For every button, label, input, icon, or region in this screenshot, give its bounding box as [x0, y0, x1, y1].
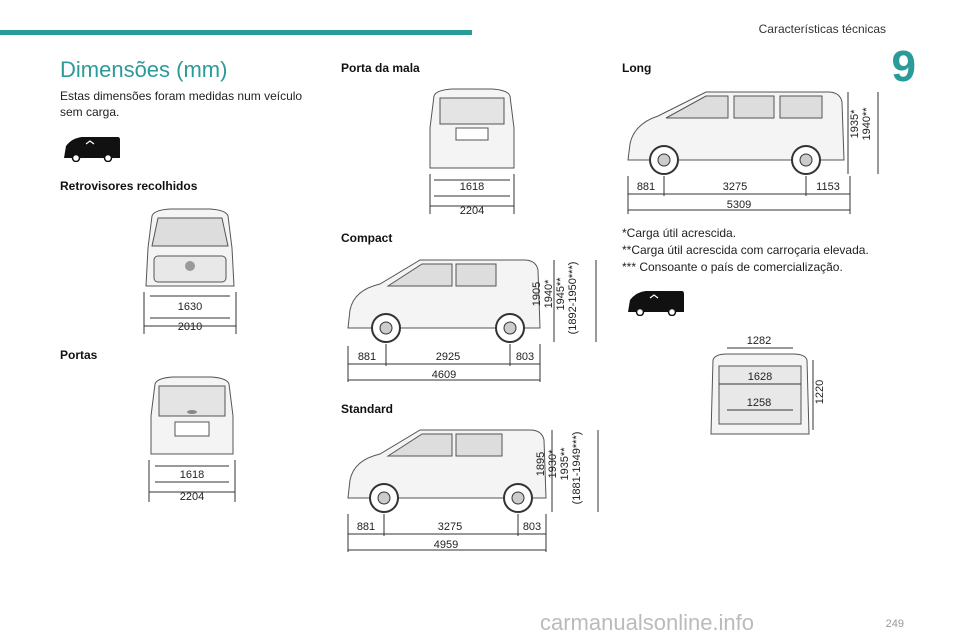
compact-wheelbase: 2925 [436, 351, 460, 363]
mirrors-label: Retrovisores recolhidos [60, 179, 198, 193]
long-height-2: 1940** [861, 107, 873, 141]
compact-height-3: 1945** [555, 277, 567, 311]
rear-view-doors-diagram: 1618 2204 [148, 376, 236, 503]
standard-height-1: 1895 [535, 452, 547, 476]
compact-height-2: 1940* [543, 279, 555, 308]
doors-width: 1618 [180, 469, 204, 481]
section-title: Características técnicas [758, 22, 886, 36]
cargo-middle: 1628 [748, 371, 772, 383]
compact-height-1: 1905 [531, 282, 543, 306]
mirrors-width: 1630 [178, 301, 202, 313]
page-title: Dimensões (mm) [60, 57, 228, 82]
side-view-standard-diagram: 1895 1930* 1935** (1881-1949***) 881 327… [347, 429, 599, 552]
doors-label: Portas [60, 348, 98, 362]
long-front: 881 [637, 181, 655, 193]
standard-label: Standard [341, 402, 394, 416]
note-3: *** Consoante o país de comercialização. [622, 260, 843, 274]
doors-total: 2204 [180, 491, 204, 503]
compact-label: Compact [341, 231, 393, 245]
standard-rear: 803 [523, 521, 541, 533]
cargo-area-diagram: 1282 1628 1258 1220 [710, 335, 825, 435]
header-bar [0, 30, 472, 35]
standard-height-3: 1935** [559, 447, 571, 481]
standard-height-4: (1881-1949***) [571, 432, 583, 505]
standard-length: 4959 [434, 539, 458, 551]
side-view-long-diagram: 1935* 1940** 881 3275 1153 5309 [627, 91, 879, 214]
cargo-bottom: 1258 [747, 397, 771, 409]
standard-height-2: 1930* [547, 449, 559, 478]
mirrors-total: 2010 [178, 321, 202, 333]
intro-text: Estas dimensões foram medidas num veícul… [60, 89, 303, 119]
compact-length: 4609 [432, 369, 456, 381]
rear-view-tailgate-diagram: 1618 2204 [429, 88, 515, 216]
long-height-1: 1935* [849, 109, 861, 138]
van-icon [628, 291, 684, 316]
van-icon [64, 137, 120, 162]
tailgate-width: 1618 [460, 181, 484, 193]
chapter-number: 9 [891, 42, 916, 91]
long-label: Long [622, 61, 652, 75]
long-length: 5309 [727, 199, 751, 211]
compact-height-4: (1892-1950***) [567, 262, 579, 335]
long-wheelbase: 3275 [723, 181, 747, 193]
watermark: carmanualsonline.info [540, 610, 755, 635]
tailgate-total: 2204 [460, 205, 484, 216]
compact-rear: 803 [516, 351, 534, 363]
side-view-compact-diagram: 1905 1940* 1945** (1892-1950***) 881 292… [347, 259, 597, 382]
long-rear: 1153 [816, 181, 840, 193]
standard-wheelbase: 3275 [438, 521, 462, 533]
front-view-mirrors-diagram: 1630 2010 [143, 208, 237, 334]
cargo-height: 1220 [814, 380, 825, 404]
note-2: **Carga útil acrescida com carroçaria el… [622, 243, 869, 257]
compact-front: 881 [358, 351, 376, 363]
note-1: *Carga útil acrescida. [622, 226, 737, 240]
tailgate-label: Porta da mala [341, 61, 420, 75]
page-number: 249 [885, 618, 904, 630]
standard-front: 881 [357, 521, 375, 533]
cargo-top: 1282 [747, 335, 771, 347]
